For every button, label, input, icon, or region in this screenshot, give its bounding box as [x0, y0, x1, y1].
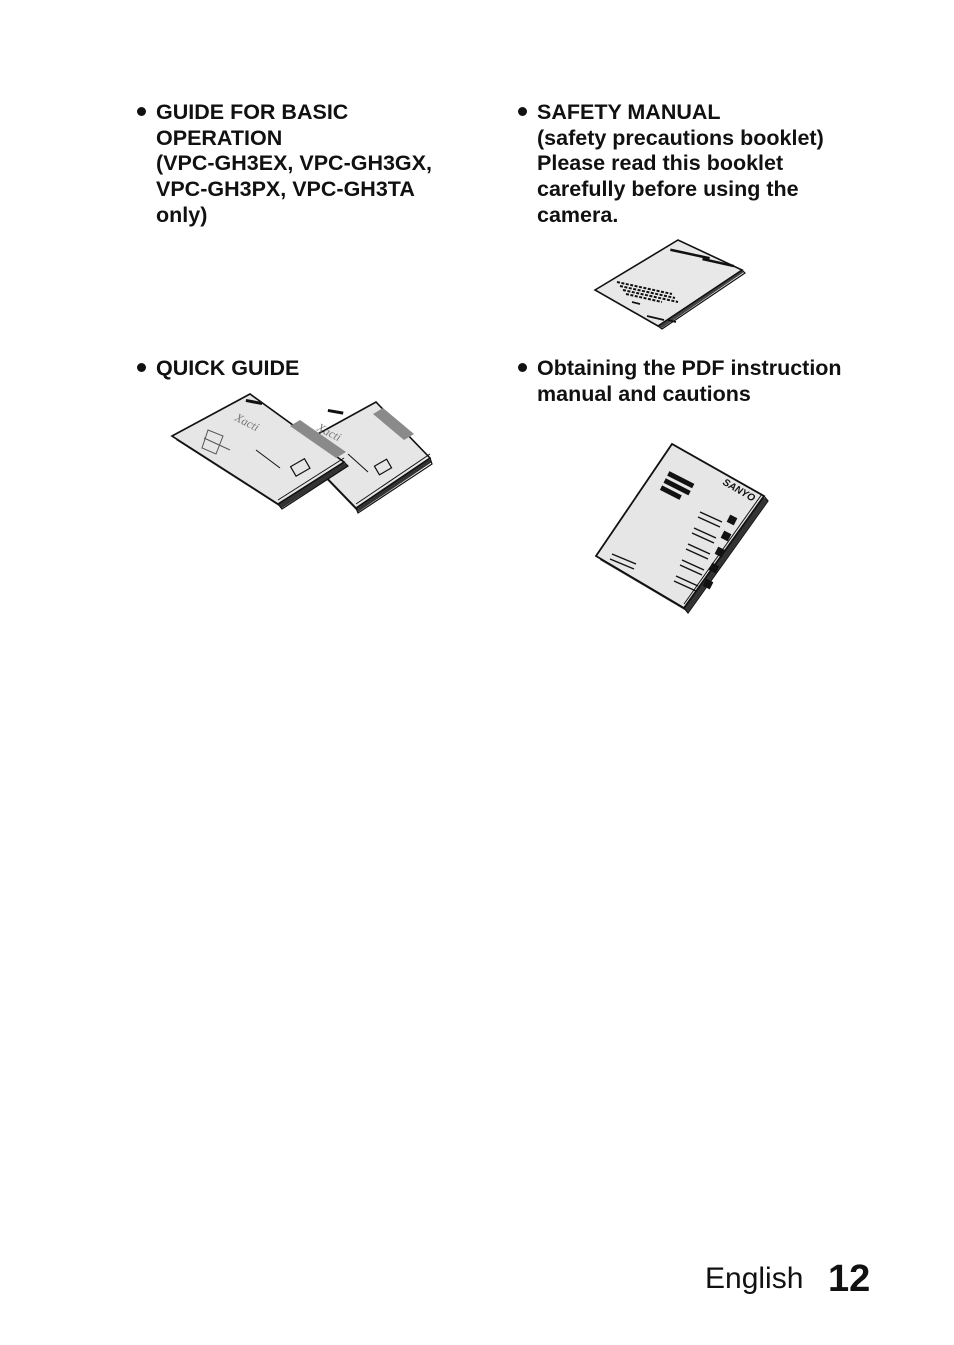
item-text: QUICK GUIDE: [156, 356, 300, 380]
item-text: GUIDE FOR BASIC OPERATION (VPC-GH3EX, VP…: [156, 100, 432, 227]
item-text: Obtaining the PDF instruction manual and…: [537, 356, 842, 406]
page-number: 12: [828, 1258, 871, 1300]
pdf-manual-illustration: SANYO: [594, 442, 769, 614]
footer-language: English: [705, 1262, 804, 1295]
bullet-icon: [137, 107, 146, 116]
quick-guide-booklets-illustration: Xacti Xacti: [170, 393, 433, 514]
safety-booklet-illustration: [593, 239, 746, 330]
item-text: SAFETY MANUAL (safety precautions bookle…: [537, 100, 824, 227]
bullet-icon: [518, 363, 527, 372]
bullet-icon: [137, 363, 146, 372]
bullet-icon: [518, 107, 527, 116]
